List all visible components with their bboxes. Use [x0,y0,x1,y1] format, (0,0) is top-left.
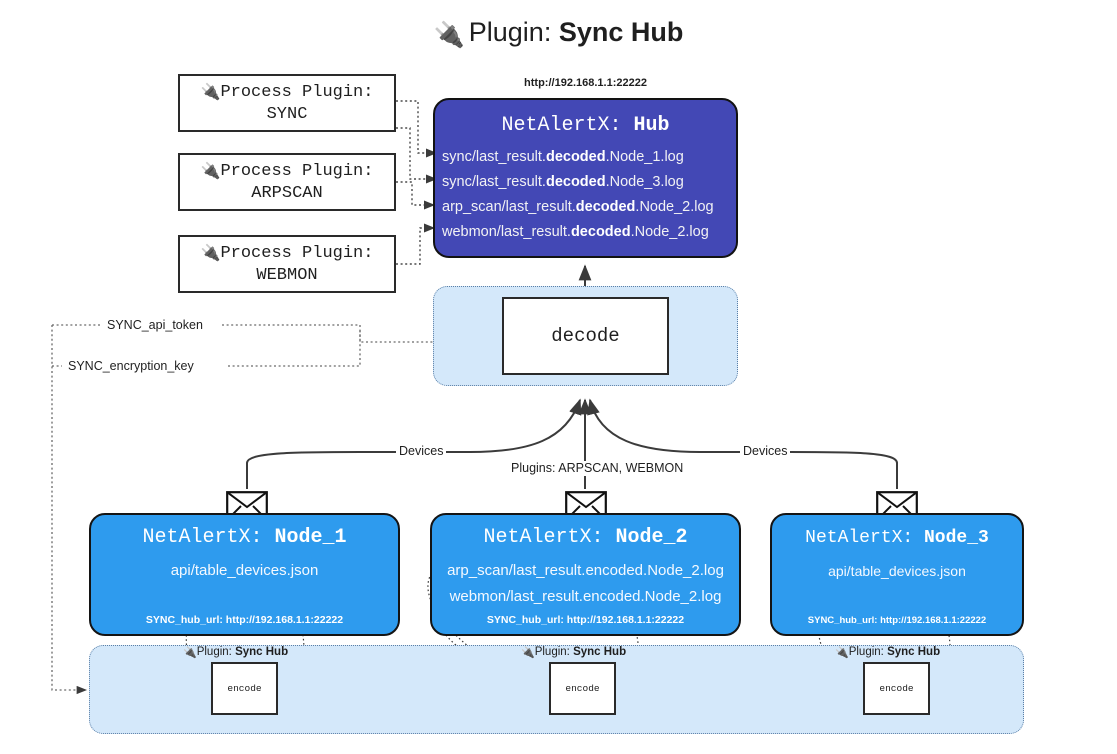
log-suffix: .Node_1.log [605,149,684,165]
plug-icon: 🔌 [835,647,849,659]
log-strong: decoded [575,199,636,215]
node-line: arp_scan/last_result.encoded.Node_2.log [447,562,724,579]
hub-url-label: http://192.168.1.1:22222 [524,77,647,89]
connector-arpscan-to-hub [396,181,436,210]
hub-log-line: sync/last_result.decoded.Node_1.log [435,145,736,170]
page-title-value: Sync Hub [558,17,684,47]
plug-icon: 🔌 [200,242,221,262]
log-prefix: webmon/last_result. [442,224,571,240]
process-plugin-arpscan[interactable]: 🔌Process Plugin: ARPSCAN [178,153,396,211]
node-footer: SYNC_hub_url: http://192.168.1.1:22222 [807,615,987,626]
node-title-name: Node_2 [615,526,688,549]
encode-label-prefix: Plugin: [848,646,888,658]
process-plugin-line1: Process Plugin: [220,82,374,102]
node-title: NetAlertX: Node_3 [772,526,1022,550]
encode-label-name: Sync Hub [887,646,941,658]
decode-box[interactable]: decode [502,297,669,375]
process-plugin-name: WEBMON [256,265,318,285]
encode-plugin-label-3: 🔌Plugin: Sync Hub [835,645,940,660]
log-prefix: sync/last_result. [442,149,546,165]
node-title-name: Node_3 [924,528,989,548]
node-title-name: Node_1 [274,526,347,549]
encode-label-prefix: Plugin: [196,646,236,658]
log-strong: decoded [545,149,606,165]
process-plugin-sync[interactable]: 🔌Process Plugin: SYNC [178,74,396,132]
encode-plugin-label-1: 🔌Plugin: Sync Hub [183,645,288,660]
node-2[interactable]: NetAlertX: Node_2 arp_scan/last_result.e… [430,513,741,636]
node-line: webmon/last_result.encoded.Node_2.log [449,588,722,605]
log-strong: decoded [570,224,631,240]
plug-icon: 🔌 [183,647,197,659]
node-title: NetAlertX: Node_1 [91,526,398,550]
encode-plugin-label-2: 🔌Plugin: Sync Hub [521,645,626,660]
hub-log-line: webmon/last_result.decoded.Node_2.log [435,220,736,245]
label-plugins-center: Plugins: ARPSCAN, WEBMON [508,461,687,476]
hub-log-line: arp_scan/last_result.decoded.Node_2.log [435,195,736,220]
label-sync-api-token: SYNC_api_token [104,318,206,333]
node-title: NetAlertX: Node_2 [432,526,739,550]
log-suffix: .Node_3.log [605,174,684,190]
node-line-list: api/table_devices.json [772,558,1022,584]
node-title-prefix: NetAlertX: [483,526,616,549]
encode-label-prefix: Plugin: [534,646,574,658]
node-footer: SYNC_hub_url: http://192.168.1.1:22222 [486,614,685,626]
node-line: api/table_devices.json [170,562,319,579]
process-plugin-line1: Process Plugin: [220,243,374,263]
log-prefix: sync/last_result. [442,174,546,190]
node-line: api/table_devices.json [828,563,966,579]
label-devices-left: Devices [396,444,447,459]
label-devices-right: Devices [740,444,791,459]
encode-label-name: Sync Hub [235,646,289,658]
plug-icon: 🔌 [433,21,465,49]
hub-log-list: sync/last_result.decoded.Node_1.log sync… [435,145,736,245]
log-suffix: .Node_2.log [630,224,709,240]
process-plugin-webmon[interactable]: 🔌Process Plugin: WEBMON [178,235,396,293]
hub-title-name: Hub [633,114,670,137]
encode-label-name: Sync Hub [573,646,627,658]
hub-log-line: sync/last_result.decoded.Node_3.log [435,170,736,195]
node-1[interactable]: NetAlertX: Node_1 api/table_devices.json… [89,513,400,636]
encode-box-3[interactable]: encode [863,662,930,715]
hub-title-prefix: NetAlertX: [501,114,634,137]
process-plugin-name: ARPSCAN [251,183,323,203]
connector-webmon-to-hub [396,223,436,265]
hub-title: NetAlertX: Hub [435,114,736,138]
node-title-prefix: NetAlertX: [142,526,275,549]
label-sync-encryption-key: SYNC_encryption_key [65,359,197,374]
encode-box-1[interactable]: encode [211,662,278,715]
log-strong: decoded [545,174,606,190]
process-plugin-heading: 🔌Process Plugin: [201,242,374,265]
process-plugin-heading: 🔌Process Plugin: [201,81,374,104]
connector-sync-to-hub [396,100,438,184]
page-title-label: Plugin: [468,17,552,47]
encode-box-2[interactable]: encode [549,662,616,715]
log-suffix: .Node_2.log [635,199,714,215]
node-title-prefix: NetAlertX: [805,528,924,548]
plug-icon: 🔌 [521,647,535,659]
log-prefix: arp_scan/last_result. [442,199,576,215]
plug-icon: 🔌 [200,81,221,101]
process-plugin-line1: Process Plugin: [220,161,374,181]
node-line-list: arp_scan/last_result.encoded.Node_2.log … [432,558,739,610]
plug-icon: 🔌 [200,160,221,180]
process-plugin-heading: 🔌Process Plugin: [201,160,374,183]
node-3[interactable]: NetAlertX: Node_3 api/table_devices.json… [770,513,1024,636]
hub-node[interactable]: NetAlertX: Hub sync/last_result.decoded.… [433,98,738,258]
node-line-list: api/table_devices.json [91,558,398,584]
page-title: 🔌Plugin: Sync Hub [0,17,1117,50]
node-footer: SYNC_hub_url: http://192.168.1.1:22222 [145,614,344,626]
process-plugin-name: SYNC [266,104,308,124]
